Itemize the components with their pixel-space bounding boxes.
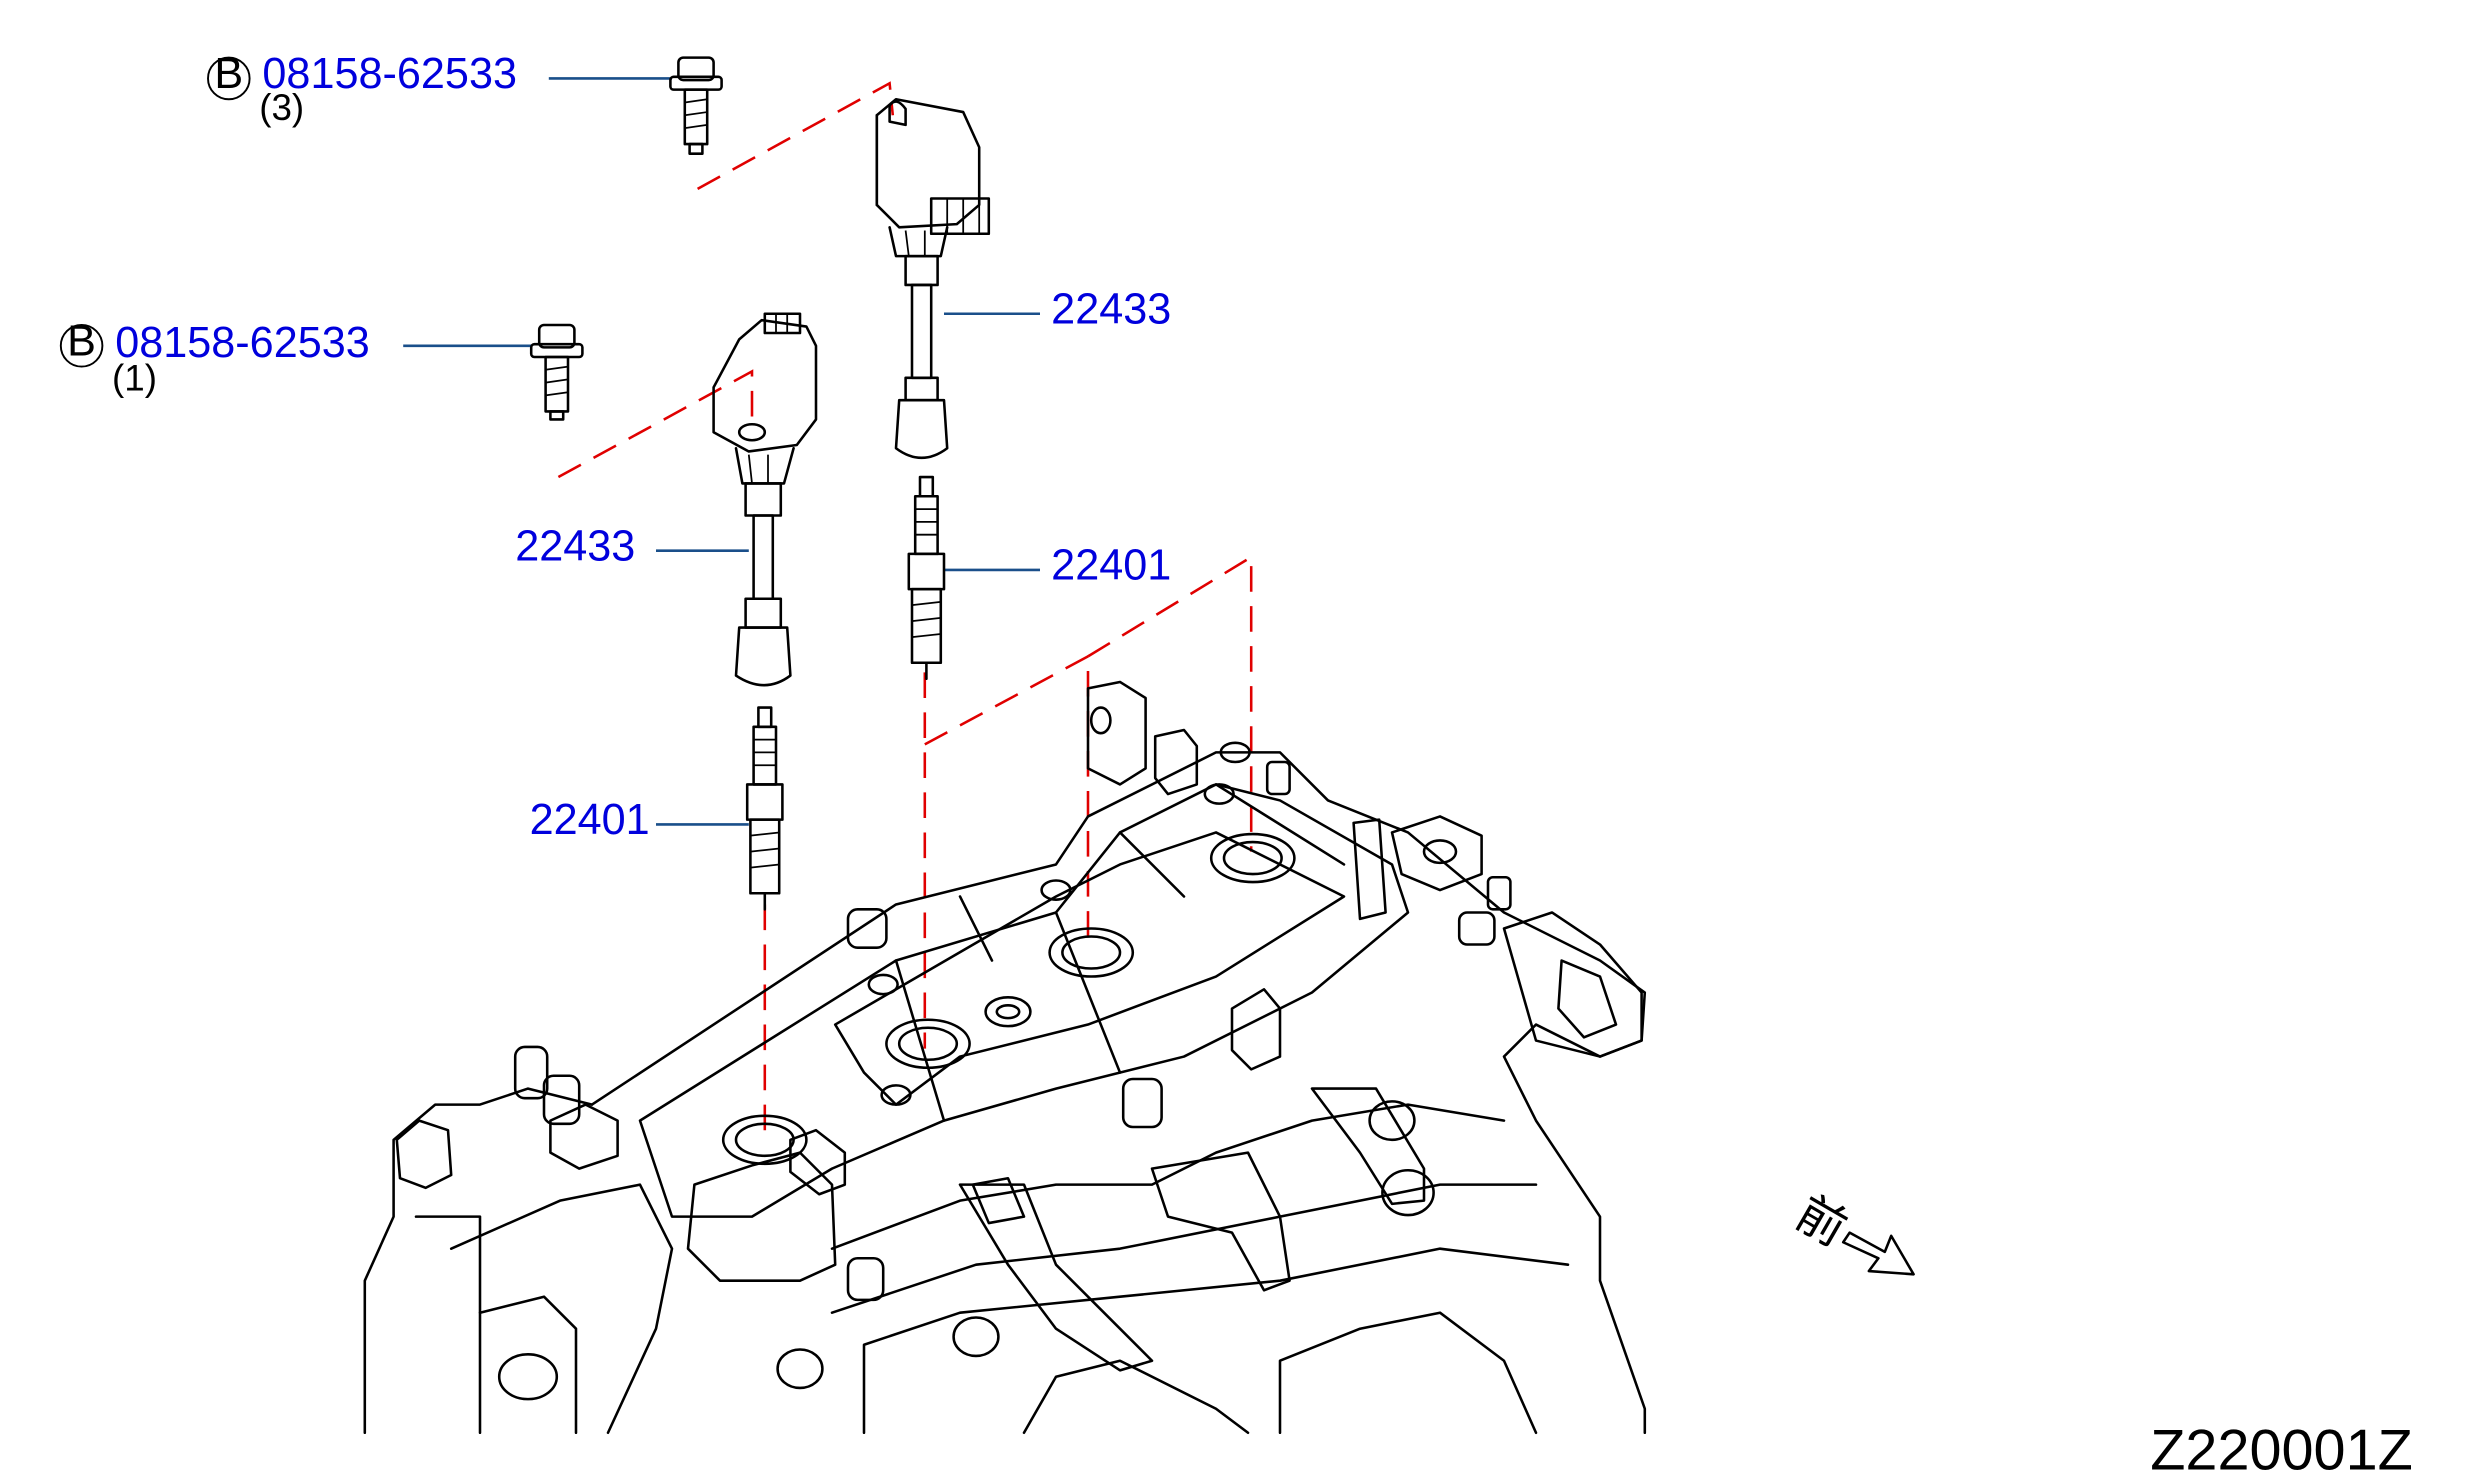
- badge-circle: [207, 56, 251, 101]
- ignition-coil-right-drawing: [875, 97, 991, 460]
- part-number-22433-left[interactable]: 22433: [515, 522, 635, 570]
- callout-bolt-mid[interactable]: B 08158-62533 (1): [59, 317, 370, 399]
- front-indicator: 前: [1787, 1185, 1915, 1276]
- part-number-08158-62533[interactable]: 08158-62533: [115, 319, 370, 367]
- leader-lines: [403, 77, 1040, 826]
- bolt-top-drawing: [669, 56, 723, 155]
- part-number-22433-right[interactable]: 22433: [1051, 285, 1171, 333]
- quantity-label: (1): [112, 358, 157, 399]
- badge-letter: B: [214, 50, 243, 98]
- front-label: 前: [1787, 1185, 1857, 1258]
- engine-cylinder-head-drawing: [363, 680, 1647, 1435]
- ignition-coil-left-drawing: [712, 312, 818, 687]
- spark-plug-right-drawing: [907, 475, 946, 681]
- part-number-08158-62533[interactable]: 08158-62533: [262, 50, 517, 98]
- badge-letter: B: [67, 317, 96, 365]
- callout-bolt-top[interactable]: B 08158-62533 (3): [207, 50, 517, 128]
- bolt-mid-drawing: [529, 323, 584, 421]
- part-number-22401-right[interactable]: 22401: [1051, 542, 1171, 590]
- diagram-reference-code: Z220001Z: [2150, 1419, 2413, 1483]
- quantity-label: (3): [259, 87, 304, 128]
- front-arrow-icon: [1841, 1231, 1915, 1276]
- spark-plug-left-drawing: [745, 706, 784, 911]
- badge-circle: [59, 324, 104, 368]
- part-number-22401-left[interactable]: 22401: [530, 796, 650, 844]
